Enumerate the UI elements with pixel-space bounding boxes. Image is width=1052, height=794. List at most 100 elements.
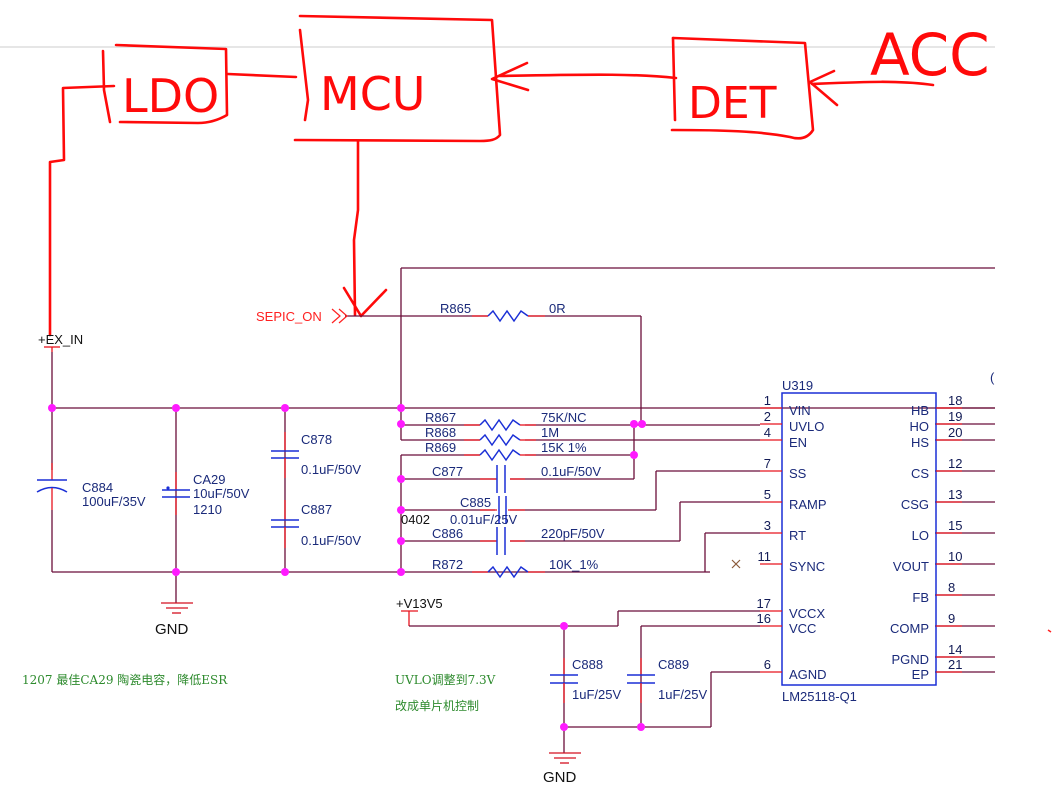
r867-value: 75K/NC [541,410,587,425]
ldo-label: LDO [122,69,219,123]
pin-name: LO [912,528,929,543]
pin-number: 18 [948,393,962,408]
mcu-down-line [352,139,360,317]
pin-number: 20 [948,425,962,440]
acc-det-arrowhead [808,69,839,107]
pin-name: FB [912,590,929,605]
ic-pin-ss[interactable]: 7SS [760,456,807,481]
mcu-label: MCU [320,67,425,121]
c884-ref: C884 [82,480,113,495]
capacitor-c887[interactable]: C887 0.1uF/50V [271,500,361,548]
capacitor-c888[interactable]: C888 1uF/25V [550,657,621,703]
gnd-label-2: GND [543,769,577,786]
mcu-down-arrowhead [342,286,388,318]
pin-number: 6 [764,657,771,672]
pin-number: 8 [948,580,955,595]
gnd-label-1: GND [155,621,189,638]
pin-name: EP [912,667,929,682]
edge-mark [1047,629,1052,633]
v13v5-net-label: +V13V5 [396,596,443,611]
resistor-r865[interactable]: R865 0R [440,301,566,323]
r872-ref: R872 [432,557,463,572]
no-connect-x-icon [731,559,741,569]
capacitor-c877[interactable]: C877 0.1uF/50V [432,464,601,493]
ic-pin-en[interactable]: 4EN [760,425,807,450]
pin-name: HB [911,403,929,418]
pin-name: UVLO [789,419,824,434]
c885-package: 0402 [401,512,430,527]
det-mcu-line [498,73,678,80]
acc-label: ACC [870,21,990,89]
ic-part-number: LM25118-Q1 [782,689,857,704]
pin-number: 7 [764,456,771,471]
pin-number: 5 [764,487,771,502]
c887-ref: C887 [301,502,332,517]
capacitor-ca29[interactable]: CA29 10uF/50V 1210 [162,472,250,517]
r865-ref: R865 [440,301,471,316]
pin-number: 9 [948,611,955,626]
pin-name: HO [910,419,930,434]
ic-pin-rt[interactable]: 3RT [760,518,806,543]
pin-name: SS [789,466,807,481]
pin-name: EN [789,435,807,450]
capacitor-c886[interactable]: C886 220pF/50V [432,526,605,555]
ic-body [781,392,937,686]
pin-name: CSG [901,497,929,512]
capacitor-c889[interactable]: C889 1uF/25V [627,657,707,703]
r868-value: 1M [541,425,559,440]
port-chevron-icon [331,308,348,324]
sepic-on-port[interactable]: SEPIC_ON [256,308,348,324]
pin-name: VIN [789,403,811,418]
r869-ref: R869 [425,440,456,455]
resistor-r869[interactable]: R869 15K 1% [425,440,587,462]
capacitor-c885[interactable]: C885 0402 0.01uF/25V [401,495,525,527]
r872-value: 10K_1% [549,557,599,572]
handwritten-block-diagram: LDO MCU DET ACC [48,14,990,337]
r865-value: 0R [549,301,566,316]
r868-ref: R868 [425,425,456,440]
c885-ref: C885 [460,495,491,510]
sepic-on-net-label: SEPIC_ON [256,309,322,324]
capacitor-c884[interactable]: C884 100uF/35V [36,463,146,510]
resistor-r868[interactable]: R868 1M [425,425,559,447]
acc-det-line [810,80,935,87]
pin-number: 4 [764,425,771,440]
gnd-symbol-2: GND [543,750,581,786]
resistor-r872[interactable]: R872 10K_1% [432,557,599,579]
ic-u319[interactable]: U319 LM25118-Q1 1VIN2UVLO4EN7SS5RAMP3RT1… [731,370,995,704]
c878-value: 0.1uF/50V [301,462,361,477]
pin-number: 10 [948,549,962,564]
pin-number: 2 [764,409,771,424]
det-box-left [671,36,677,122]
pin-name: RT [789,528,806,543]
c886-ref: C886 [432,526,463,541]
resistor-r867[interactable]: R867 75K/NC [425,410,587,432]
c878-ref: C878 [301,432,332,447]
pin-number: 17 [757,596,771,611]
c877-ref: C877 [432,464,463,479]
r869-value: 15K 1% [541,440,587,455]
capacitor-c878[interactable]: C878 0.1uF/50V [271,432,361,478]
ldo-exin-line [48,84,116,337]
pin-name: VCCX [789,606,825,621]
ic-pin-fb[interactable]: 8FB [912,580,962,605]
pin-name: RAMP [789,497,827,512]
